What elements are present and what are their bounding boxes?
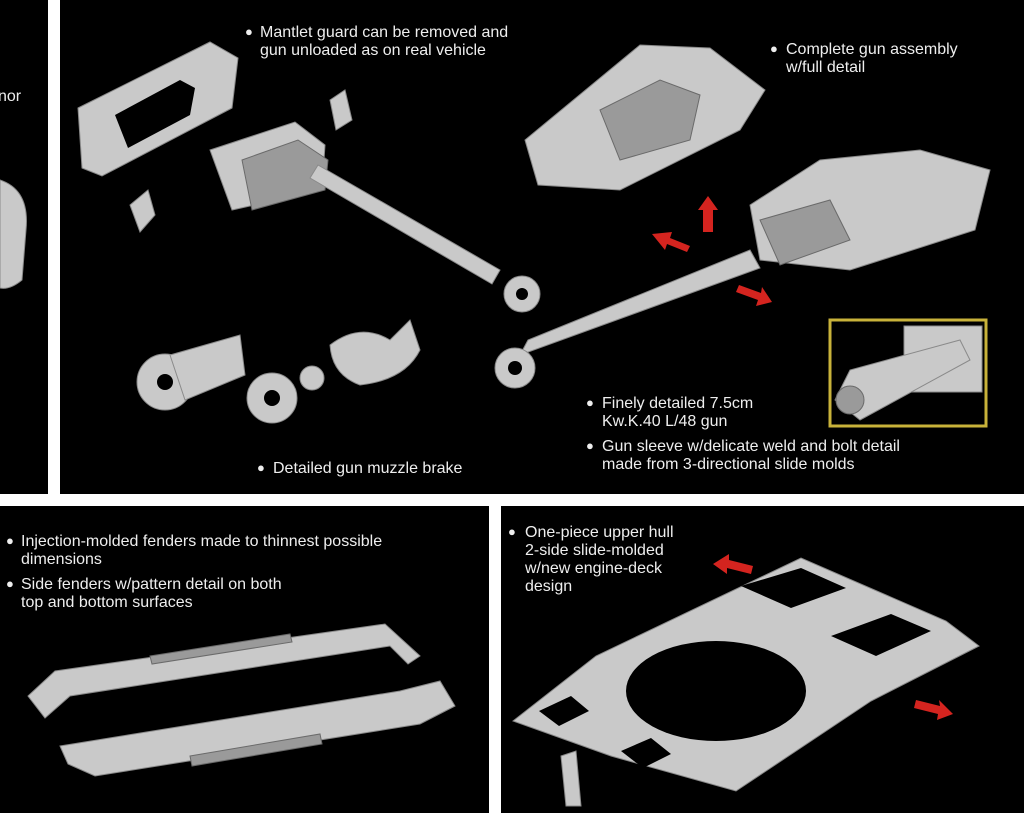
left-panel-fragment: nor: [0, 0, 48, 494]
inset-detail: [828, 318, 988, 428]
upper-hull-part: [511, 557, 980, 807]
bullet-fenders2: ●: [6, 576, 14, 591]
bullet-kwk40: ●: [586, 395, 594, 410]
left-caption-fragment: nor: [0, 88, 22, 105]
muzzle-brake-parts: [136, 319, 421, 424]
caption-mantlet: Mantlet guard can be removed and gun unl…: [260, 24, 509, 59]
small-part-2: [329, 89, 353, 131]
gun-barrel-upper: [209, 121, 541, 313]
fenders-illustration: [27, 623, 456, 777]
arrow-left: [652, 232, 690, 252]
bullet-upper-hull: ●: [508, 524, 516, 539]
arrow-right: [736, 285, 772, 306]
gun-parts-illustration: [77, 41, 991, 428]
mantlet-guard-part: [77, 41, 239, 177]
caption-fenders2: Side fenders w/pattern detail on both to…: [21, 576, 282, 611]
caption-kwk40: Finely detailed 7.5cm Kw.K.40 L/48 gun: [602, 395, 754, 430]
bullet-mantlet: ●: [245, 24, 253, 39]
caption-complete-gun: Complete gun assembly w/full detail: [786, 41, 958, 76]
fender-upper: [27, 623, 421, 719]
gun-barrel-lower: [494, 149, 991, 389]
bullet-fenders1: ●: [6, 533, 14, 548]
upper-hull-panel: ● One-piece upper hull 2-side slide-mold…: [501, 506, 1024, 813]
fenders-panel: ● Injection-molded fenders made to thinn…: [0, 506, 489, 813]
upper-hull-illustration: [511, 554, 980, 807]
arrow-lower-right: [914, 700, 953, 720]
left-part-fragment: [0, 179, 27, 289]
fender-lower: [59, 680, 456, 777]
bullet-muzzle: ●: [257, 460, 265, 475]
caption-muzzle: Detailed gun muzzle brake: [273, 460, 463, 477]
small-part-1: [129, 189, 156, 233]
caption-sleeve: Gun sleeve w/delicate weld and bolt deta…: [602, 438, 900, 473]
caption-upper-hull: One-piece upper hull 2-side slide-molded…: [525, 524, 674, 595]
gun-panel: ● Mantlet guard can be removed and gun u…: [60, 0, 1024, 494]
complete-gun-assembly: [524, 44, 766, 191]
bullet-sleeve: ●: [586, 438, 594, 453]
bullet-complete-gun: ●: [770, 41, 778, 56]
arrow-up: [698, 196, 718, 232]
arrow-upper-left: [713, 554, 753, 574]
caption-fenders1: Injection-molded fenders made to thinnes…: [21, 533, 383, 568]
